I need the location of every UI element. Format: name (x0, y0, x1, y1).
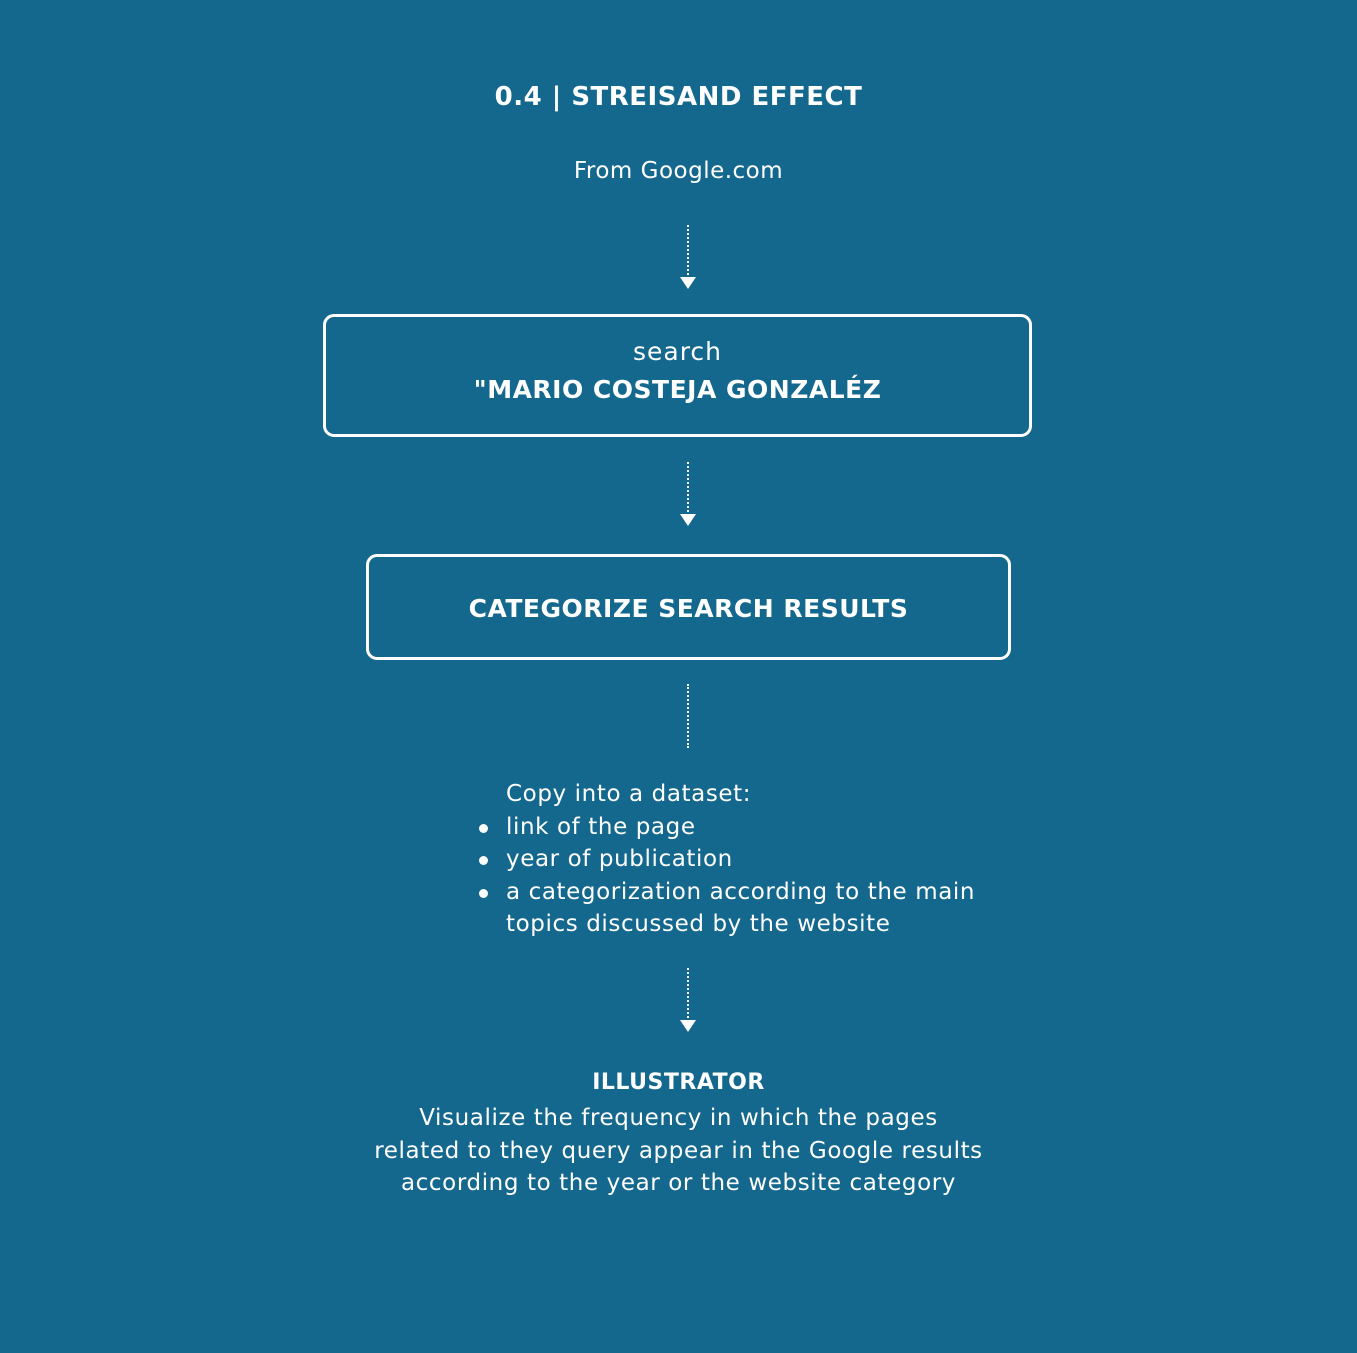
illustrator-line: according to the year or the website cat… (400, 1170, 957, 1196)
connector-3 (678, 684, 698, 748)
dataset-item: a categorization according to the main t… (479, 876, 986, 941)
illustrator-title: ILLUSTRATOR (592, 1070, 765, 1095)
arrow-1 (678, 225, 698, 289)
arrow-4 (678, 968, 698, 1032)
dataset-intro: Copy into a dataset: (506, 781, 752, 807)
arrow-2-stem (687, 462, 689, 512)
dataset-item-text: link of the page (506, 813, 696, 840)
diagram-title: 0.4 | STREISAND EFFECT (494, 82, 863, 112)
arrow-down-icon (680, 277, 696, 289)
dataset-list: link of the page year of publication a c… (479, 811, 986, 941)
dataset-item: link of the page (479, 811, 986, 844)
dataset-step: Copy into a dataset: link of the page ye… (479, 778, 986, 941)
arrow-2 (678, 462, 698, 526)
categorize-step-label: CATEGORIZE SEARCH RESULTS (468, 594, 909, 623)
source-label: From Google.com (573, 158, 784, 184)
arrow-down-icon (680, 514, 696, 526)
bullet-icon (479, 888, 488, 898)
search-step-box: search "MARIO COSTEJA GONZALÉZ (323, 314, 1032, 437)
arrow-1-stem (687, 225, 689, 275)
illustrator-line: Visualize the frequency in which the pag… (419, 1105, 938, 1131)
arrow-4-stem (687, 968, 689, 1018)
search-step-query: "MARIO COSTEJA GONZALÉZ (473, 375, 882, 404)
search-step-label: search (632, 337, 723, 366)
dataset-item-text: a categorization according to the main t… (506, 878, 976, 938)
bullet-icon (479, 823, 488, 833)
dataset-item: year of publication (479, 843, 986, 876)
bullet-icon (479, 856, 488, 865)
illustrator-line: related to they query appear in the Goog… (374, 1137, 983, 1164)
categorize-step-box: CATEGORIZE SEARCH RESULTS (366, 554, 1011, 660)
connector-3-stem (687, 684, 689, 748)
arrow-down-icon (680, 1020, 696, 1032)
illustrator-description: Visualize the frequency in which the pag… (0, 1102, 1357, 1200)
dataset-item-text: year of publication (506, 846, 733, 872)
